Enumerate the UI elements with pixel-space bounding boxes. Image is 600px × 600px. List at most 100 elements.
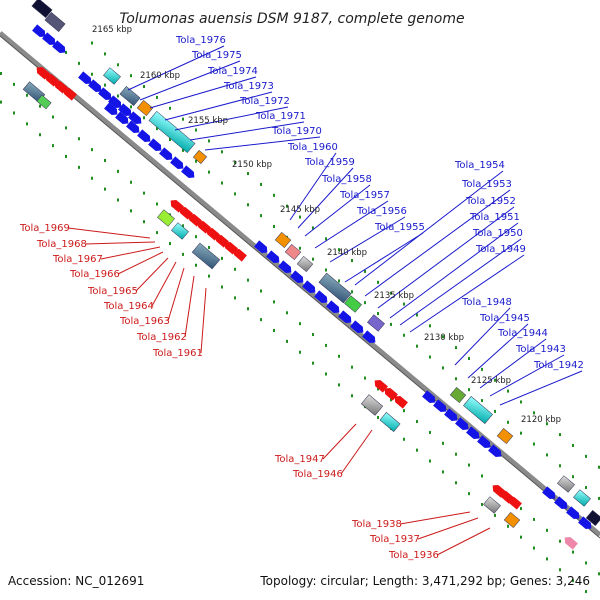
track-dot xyxy=(39,133,41,137)
gene-label: Tola_1953 xyxy=(461,179,512,190)
track-dot xyxy=(416,448,418,452)
forward-gene-arrow-shape xyxy=(128,111,142,124)
gene-label: Tola_1946 xyxy=(292,469,343,480)
gene-features xyxy=(22,0,600,550)
track-dot xyxy=(299,350,301,354)
track-dot xyxy=(390,322,392,326)
reverse-gene-arrow-shape xyxy=(394,396,408,409)
forward-gene-arrow-shape xyxy=(290,270,304,283)
reverse-gene-labels: Tola_1969 Tola_1968 Tola_1967 Tola_1966 … xyxy=(19,223,439,561)
gene-label: Tola_1958 xyxy=(321,174,372,185)
gene-block xyxy=(136,99,154,117)
gene-block-shape xyxy=(191,242,221,270)
gene-block xyxy=(503,511,521,529)
track-dot xyxy=(156,127,158,131)
forward-gene-arrow-shape xyxy=(181,165,195,178)
gene-label: Tola_1944 xyxy=(497,328,548,339)
gene-label: Tola_1974 xyxy=(207,66,258,77)
track-dot xyxy=(13,111,15,115)
track-dot xyxy=(169,106,171,110)
leader-line xyxy=(100,246,161,260)
track-dot xyxy=(585,590,587,594)
track-dot xyxy=(455,481,457,485)
track-dot xyxy=(91,72,93,76)
track-dot xyxy=(494,409,496,413)
gene-block xyxy=(192,149,208,165)
gene-label: Tola_1968 xyxy=(36,239,87,250)
gene-label: Tola_1945 xyxy=(479,313,530,324)
track-dot xyxy=(13,82,15,86)
track-dot xyxy=(481,367,483,371)
track-dot xyxy=(442,470,444,474)
reverse-gene-arrow-shape xyxy=(384,388,398,401)
track-dot xyxy=(520,535,522,539)
forward-gene-arrow xyxy=(108,95,122,108)
gene-block xyxy=(585,509,600,527)
reverse-gene-arrow xyxy=(384,388,398,401)
forward-gene-arrow xyxy=(266,250,280,263)
track-dot xyxy=(468,463,470,467)
gene-block-shape xyxy=(449,386,467,404)
track-dot xyxy=(377,387,379,391)
track-dot xyxy=(299,246,301,250)
track-dot xyxy=(130,74,132,78)
leader-line xyxy=(389,222,519,319)
forward-gene-arrow xyxy=(314,290,328,303)
gene-block-shape xyxy=(119,86,141,106)
forward-gene-arrow xyxy=(181,165,195,178)
forward-gene-arrow-shape xyxy=(477,435,491,448)
forward-gene-arrow xyxy=(137,129,151,142)
track-dot xyxy=(325,237,327,241)
reverse-gene-arrow xyxy=(564,537,578,550)
forward-gene-arrow xyxy=(254,240,268,253)
forward-gene-arrow xyxy=(302,280,316,293)
forward-gene-arrow-shape xyxy=(326,300,340,313)
gene-block xyxy=(449,386,467,404)
track-dot xyxy=(91,148,93,152)
forward-gene-arrow xyxy=(128,111,142,124)
track-dot xyxy=(546,422,548,426)
gene-block xyxy=(367,314,385,332)
track-dot xyxy=(221,181,223,185)
track-dot xyxy=(338,248,340,252)
track-dot xyxy=(572,443,574,447)
track-dot xyxy=(572,550,574,554)
gene-label: Tola_1952 xyxy=(465,196,516,207)
track-dot xyxy=(156,231,158,235)
leader-line xyxy=(164,91,273,121)
track-dot xyxy=(156,202,158,206)
leader-line xyxy=(149,76,257,109)
gene-block xyxy=(496,427,514,445)
track-dot xyxy=(442,366,444,370)
gene-block-shape xyxy=(103,67,121,85)
track-dot xyxy=(182,224,184,228)
tick-label: 2125 kbp xyxy=(471,376,511,386)
track-dot xyxy=(104,187,106,191)
leader-line xyxy=(117,251,164,275)
gene-label: Tola_1950 xyxy=(472,228,523,239)
forward-gene-arrow-shape xyxy=(170,156,184,169)
track-dot xyxy=(403,302,405,306)
track-dot xyxy=(481,399,483,403)
track-dot xyxy=(338,354,340,358)
forward-gene-arrow xyxy=(126,120,140,133)
track-dot xyxy=(169,241,171,245)
reverse-gene-arrow xyxy=(63,88,77,101)
gene-label: Tola_1976 xyxy=(175,35,226,46)
forward-gene-arrow-shape xyxy=(266,250,280,263)
track-dot xyxy=(312,361,314,365)
track-dot xyxy=(468,388,470,392)
track-dot xyxy=(104,159,106,163)
track-dot xyxy=(234,192,236,196)
track-dot xyxy=(26,122,28,126)
track-dot xyxy=(403,437,405,441)
leader-line xyxy=(454,307,511,366)
leader-line xyxy=(314,200,389,249)
forward-gene-arrow xyxy=(433,399,447,412)
track-dot xyxy=(221,150,223,154)
forward-gene-arrow xyxy=(52,40,66,53)
reverse-gene-arrow xyxy=(508,497,522,510)
track-dot xyxy=(182,252,184,256)
gene-block xyxy=(274,231,292,249)
forward-gene-arrow-shape xyxy=(42,32,56,45)
